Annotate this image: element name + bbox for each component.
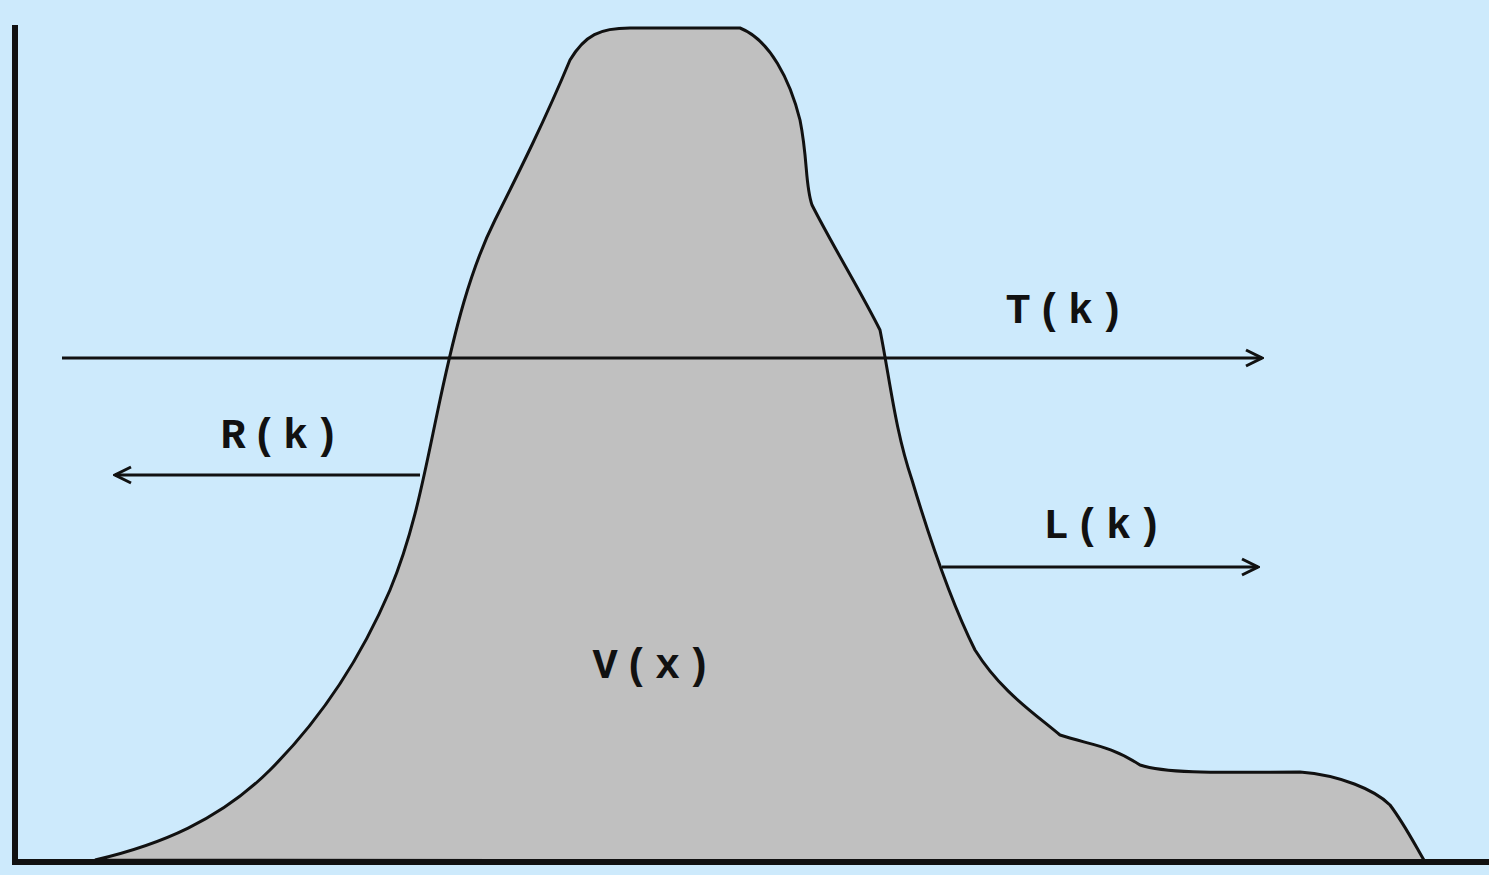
wave-label: T(k) <box>1006 291 1131 333</box>
transmitted-arrow <box>62 357 1262 360</box>
wave-label: L(k) <box>1044 506 1169 548</box>
leaked-arrow <box>942 566 1258 569</box>
horizontal-axis <box>12 859 1489 865</box>
potential-label: V(x) <box>593 646 718 688</box>
wave-label: R(k) <box>221 416 346 458</box>
potential-barrier <box>95 28 1425 862</box>
reflected-arrow <box>115 474 420 477</box>
vertical-axis <box>12 25 18 865</box>
